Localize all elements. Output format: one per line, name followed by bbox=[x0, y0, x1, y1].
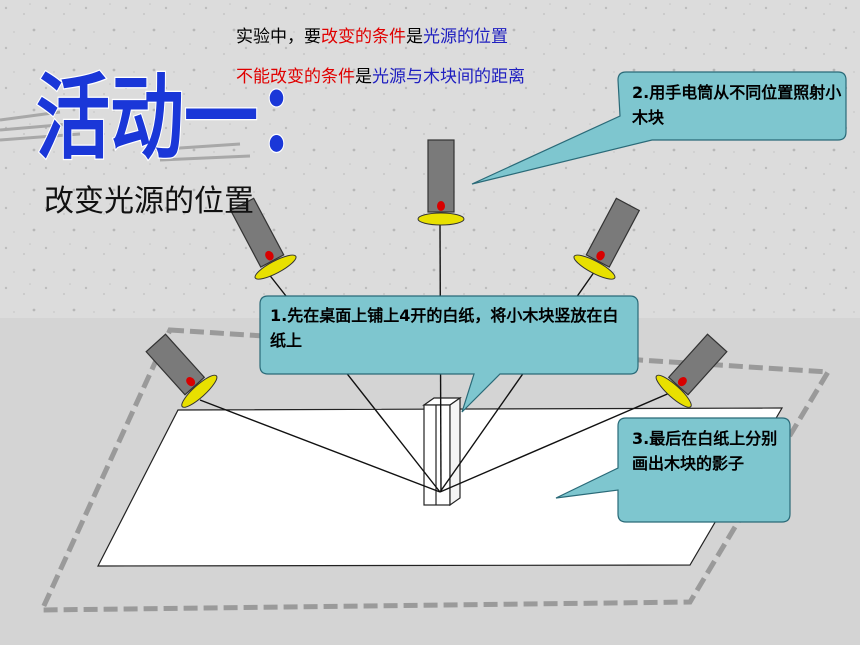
flashlight-lower-right-icon bbox=[655, 333, 728, 408]
table-outline bbox=[38, 327, 833, 613]
callout-step2-text: 2.用手电筒从不同位置照射小木块 bbox=[632, 83, 842, 127]
line2-part2: 是 bbox=[355, 67, 372, 87]
line1-part2: 改变的条件 bbox=[321, 27, 406, 47]
callout-step3-shape bbox=[555, 417, 791, 523]
title: 活动一： bbox=[36, 64, 332, 172]
flashlight-upper-left-icon bbox=[229, 197, 297, 280]
condition-changed-line: 实验中，要改变的条件是光源的位置 bbox=[236, 22, 508, 47]
subtitle: 改变光源的位置 bbox=[44, 184, 254, 219]
line1-part4: 光源的位置 bbox=[423, 27, 508, 47]
callout-step2-shape bbox=[471, 71, 847, 185]
line1-part1: 实验中，要 bbox=[236, 27, 321, 47]
line2-part3: 光源与木块间的距离 bbox=[372, 67, 525, 87]
callout-step1-shape bbox=[259, 295, 639, 413]
line1-part3: 是 bbox=[406, 27, 423, 47]
flashlight-lower-left-icon bbox=[145, 333, 218, 408]
flashlight-upper-right-icon bbox=[573, 197, 641, 280]
callout-step1-text: 1.先在桌面上铺上4开的白纸，将小木块竖放在白纸上 bbox=[270, 306, 619, 350]
flashlight-top-icon bbox=[417, 139, 465, 226]
line2-part1: 不能改变的条件 bbox=[236, 67, 355, 87]
title-decoration bbox=[0, 110, 251, 162]
callout-step3-text: 3.最后在白纸上分别画出木块的影子 bbox=[632, 429, 778, 473]
condition-unchanged-line: 不能改变的条件是光源与木块间的距离 bbox=[236, 62, 525, 87]
